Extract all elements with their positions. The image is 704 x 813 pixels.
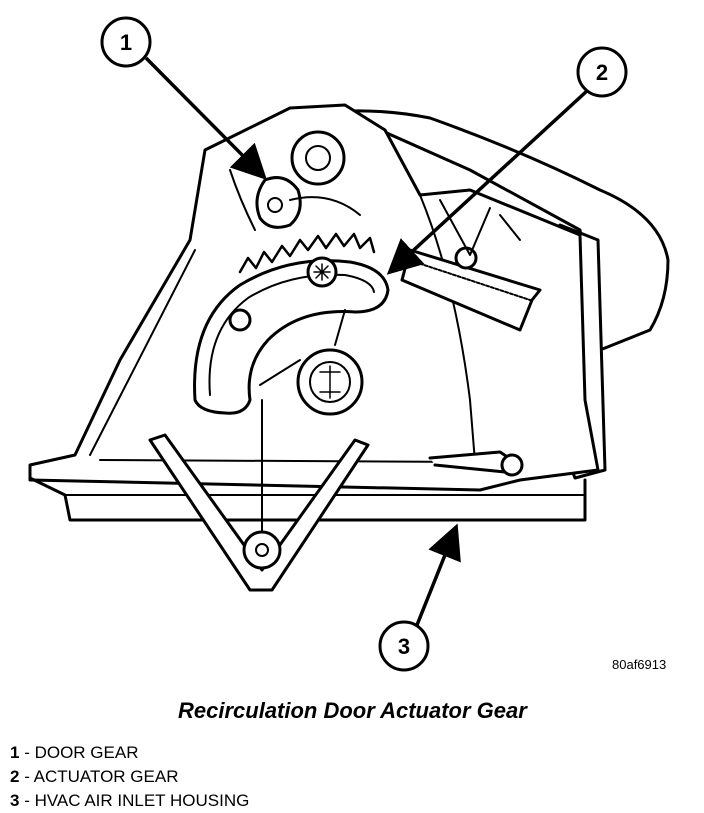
upper-pivot (290, 130, 346, 186)
callout-2: 2 (576, 46, 628, 98)
housing-base-plate (28, 476, 587, 522)
door-gear (255, 176, 302, 229)
leader-arrow-3 (415, 523, 461, 626)
actuator-gear-illustration: 1 2 3 (28, 16, 670, 672)
callout-1: 1 (100, 16, 152, 68)
legend-item-door-gear: 1 - DOOR GEAR (10, 743, 139, 762)
legend: 1 - DOOR GEAR 2 - ACTUATOR GEAR 3 - HVAC… (10, 741, 249, 813)
gear-teeth (238, 232, 376, 274)
figure-title: Recirculation Door Actuator Gear (178, 698, 527, 723)
svg-text:2: 2 (596, 60, 608, 85)
legend-item-air-inlet-housing: 3 - HVAC AIR INLET HOUSING (10, 791, 250, 810)
leader-arrow-1 (144, 56, 267, 180)
svg-text:1: 1 (120, 30, 132, 55)
legend-item-actuator-gear: 2 - ACTUATOR GEAR (10, 767, 179, 786)
leader-arrow-2 (386, 88, 590, 275)
svg-text:3: 3 (398, 634, 410, 659)
callout-3: 3 (378, 620, 430, 672)
actuator-gear (193, 259, 390, 415)
housing-rear-shell (328, 109, 670, 352)
figure-code: 80af6913 (612, 657, 667, 672)
support-frame (148, 433, 370, 592)
